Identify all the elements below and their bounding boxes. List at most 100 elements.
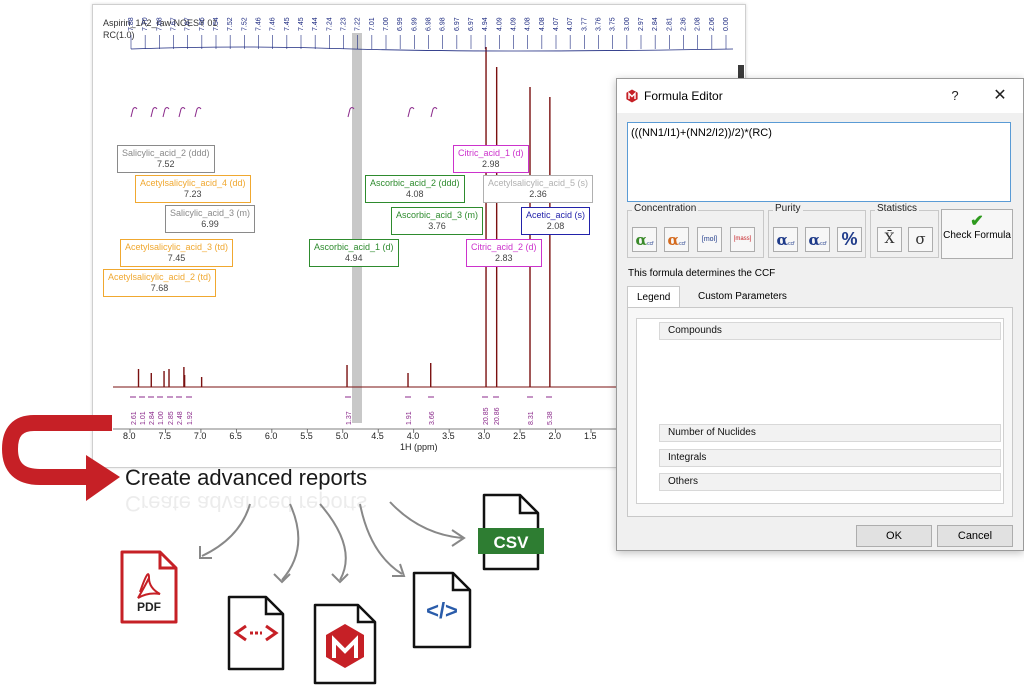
top-shift-label: 4.08 (525, 17, 532, 31)
selection-band (352, 33, 362, 423)
peak-label-name: Acetylsalicylic_acid_4 (dd) (140, 178, 246, 188)
mol-button[interactable]: [mol] (697, 227, 722, 252)
integral-curve (430, 107, 438, 118)
peak-label[interactable]: Salicylic_acid_2 (ddd)7.52 (117, 145, 215, 173)
top-shift-label: 7.00 (383, 17, 390, 31)
peak-label[interactable]: Ascorbic_acid_2 (ddd)4.08 (365, 175, 465, 203)
pdf-file-icon[interactable] (118, 548, 180, 626)
help-button[interactable]: ? (951, 88, 959, 103)
top-shift-label: 6.99 (397, 17, 404, 31)
concentration-group: Concentration αccf αccf [mol] [mass] (627, 203, 764, 258)
percent-button[interactable]: % (837, 227, 862, 252)
top-shift-label: 4.07 (567, 17, 574, 31)
formula-input[interactable] (627, 122, 1011, 202)
peak-label[interactable]: Ascorbic_acid_1 (d)4.94 (309, 239, 399, 267)
peak-label[interactable]: Salicylic_acid_3 (m)6.99 (165, 205, 256, 233)
alpha-purity-alt-button[interactable]: αccf (805, 227, 830, 252)
axis-tick-label: 8.0 (123, 431, 136, 441)
cancel-button[interactable]: Cancel (937, 525, 1013, 547)
dialog-title: Formula Editor (644, 89, 723, 103)
check-icon: ✔ (970, 213, 984, 230)
mestrelab-file-icon[interactable] (312, 602, 378, 686)
axis-tick-label: 2.5 (513, 431, 526, 441)
peak-label-value: 7.23 (184, 189, 202, 199)
xml-file-icon[interactable] (411, 570, 473, 650)
top-shift-label: 7.54 (213, 17, 220, 31)
top-shift-label: 3.75 (610, 17, 617, 31)
dialog-titlebar[interactable]: Formula Editor ? ✕ (617, 79, 1023, 113)
axis-tick-label: 6.0 (264, 431, 278, 441)
peak-label[interactable]: Acetylsalicylic_acid_3 (td)7.45 (120, 239, 234, 267)
integral-label: 1.92 (187, 411, 194, 425)
peak-label-name: Citric_acid_1 (d) (458, 148, 524, 158)
tab-custom-parameters[interactable]: Custom Parameters (698, 291, 787, 302)
check-formula-button[interactable]: ✔ Check Formula (941, 209, 1013, 259)
integral-label: 2.85 (168, 411, 175, 425)
top-shift-label: 7.23 (341, 17, 348, 31)
top-shift-label: 7.67 (185, 17, 192, 31)
axis-tick-label: 2.0 (548, 431, 562, 441)
tab-legend[interactable]: Legend (627, 286, 681, 308)
legend-row-integrals[interactable]: Integrals (659, 449, 1001, 467)
axis-tick-label: 7.0 (193, 431, 207, 441)
peak-label[interactable]: Acetylsalicylic_acid_5 (s)2.36 (483, 175, 594, 203)
peak-label-name: Citric_acid_2 (d) (471, 242, 537, 252)
peak-label-name: Ascorbic_acid_1 (d) (314, 242, 394, 252)
top-shift-label: 3.00 (624, 17, 631, 31)
peak-label-value: 2.08 (546, 221, 565, 231)
close-button[interactable]: ✕ (993, 87, 1007, 104)
legend-row-compounds[interactable]: Compounds (659, 322, 1001, 340)
top-shift-label: 6.99 (411, 17, 418, 31)
alpha-ccf-orange-button[interactable]: αccf (664, 227, 689, 252)
red-curved-arrow-icon (1, 415, 120, 501)
html-file-icon[interactable] (226, 594, 286, 672)
alpha-ccf-green-button[interactable]: αccf (632, 227, 657, 252)
top-shift-label: 7.88 (128, 17, 135, 31)
top-shift-label: 4.08 (539, 17, 546, 31)
peak-label-name: Acetylsalicylic_acid_5 (s) (488, 178, 589, 188)
top-shift-label: 3.77 (581, 17, 588, 31)
statistics-group: Statistics X̄ σ (870, 203, 939, 258)
top-shift-label: 6.98 (426, 17, 433, 31)
integral-label: 20.85 (483, 407, 490, 425)
legend-list: Compounds Number of Nuclides Integrals O… (636, 318, 1004, 504)
peak-label[interactable]: Acetylsalicylic_acid_4 (dd)7.23 (135, 175, 251, 203)
peak-label-value: 6.99 (201, 219, 219, 229)
peak-label[interactable]: Acetic_acid (s)2.08 (521, 207, 591, 235)
peak-label[interactable]: Citric_acid_2 (d)2.83 (466, 239, 542, 267)
top-shift-label: 6.98 (440, 17, 447, 31)
peak-label-name: Acetylsalicylic_acid_3 (td) (125, 242, 229, 252)
shift-connector (130, 46, 734, 52)
peak-label[interactable]: Ascorbic_acid_3 (m)3.76 (391, 207, 484, 235)
top-shift-label: 2.81 (666, 17, 673, 31)
top-shift-label: 7.56 (199, 17, 206, 31)
alpha-purity-button[interactable]: αccf (773, 227, 798, 252)
top-shift-label: 7.01 (369, 17, 376, 31)
top-shift-label: 2.06 (709, 17, 716, 31)
std-dev-button[interactable]: σ (908, 227, 933, 252)
legend-row-others[interactable]: Others (659, 473, 1001, 491)
ok-button[interactable]: OK (856, 525, 932, 547)
statistics-group-label: Statistics (875, 203, 920, 214)
top-shift-label: 4.07 (553, 17, 560, 31)
mass-button[interactable]: [mass] (730, 227, 755, 252)
top-shift-label: 7.45 (284, 17, 291, 31)
csv-file-icon[interactable] (478, 492, 548, 572)
peak-label-value: 2.98 (482, 159, 500, 169)
peak-label[interactable]: Citric_acid_1 (d)2.98 (453, 145, 529, 173)
spectrum-subtitle: RC(1.0) (103, 30, 135, 40)
peak-label-value: 2.36 (529, 189, 547, 199)
reports-heading: Create advanced reports (125, 465, 368, 490)
integral-curve (347, 107, 355, 118)
mean-button[interactable]: X̄ (877, 227, 902, 252)
legend-row-number-of-nuclides[interactable]: Number of Nuclides (659, 424, 1001, 442)
top-shift-label: 7.46 (270, 17, 277, 31)
integral-curve (178, 107, 186, 118)
axis-tick-label: 5.5 (300, 431, 313, 441)
top-shift-label: 7.22 (355, 17, 362, 31)
integral-curve (150, 107, 158, 118)
integral-curve (407, 107, 415, 118)
peak-label[interactable]: Acetylsalicylic_acid_2 (td)7.68 (103, 269, 217, 297)
peak-label-name: Salicylic_acid_2 (ddd) (122, 148, 210, 158)
top-shift-label: 7.46 (256, 17, 263, 31)
